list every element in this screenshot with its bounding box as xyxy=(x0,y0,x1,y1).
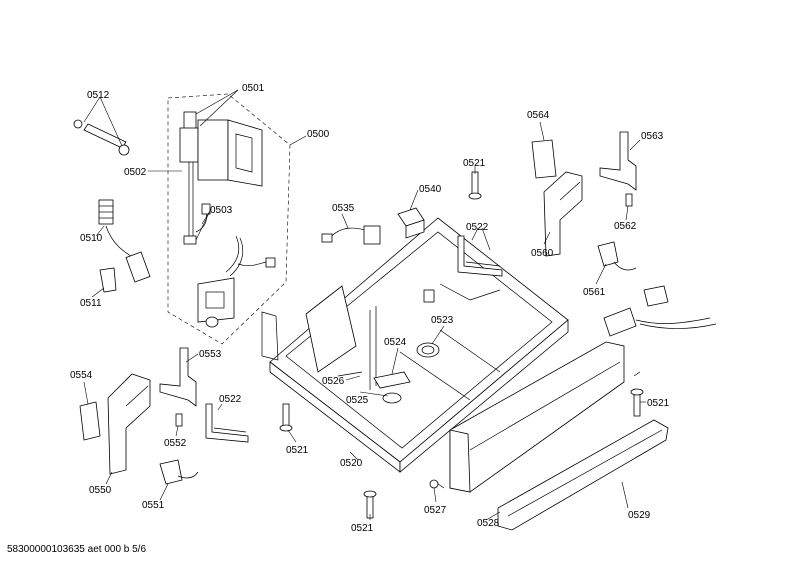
assembly-0500-outline xyxy=(167,93,291,345)
label-0522-right: 0522 xyxy=(466,222,489,233)
label-0562: 0562 xyxy=(614,221,637,232)
document-footer-code: 58300000103635 aet 000 b 5/6 xyxy=(7,544,147,555)
bracket-0550 xyxy=(107,373,151,475)
screw-0521-left xyxy=(279,403,293,432)
label-0521-left: 0521 xyxy=(286,445,309,456)
switch-0561 xyxy=(597,241,637,271)
clip-0511 xyxy=(99,267,117,293)
label-0511: 0511 xyxy=(80,298,102,309)
screw-0521-right xyxy=(630,388,644,417)
inlet-valve-assembly xyxy=(179,111,276,328)
label-0554: 0554 xyxy=(70,370,93,381)
label-0540: 0540 xyxy=(419,184,442,195)
label-0522-left: 0522 xyxy=(219,394,242,405)
bracket-0522-left xyxy=(205,403,249,443)
label-0529: 0529 xyxy=(628,510,651,521)
label-0560: 0560 xyxy=(531,248,554,259)
hose-0512 xyxy=(73,119,130,156)
label-0501: 0501 xyxy=(242,83,265,94)
hose-0510 xyxy=(98,199,151,283)
label-0553: 0553 xyxy=(199,349,222,360)
label-0551: 0551 xyxy=(142,500,165,511)
label-0528: 0528 xyxy=(477,518,500,529)
label-0564: 0564 xyxy=(527,110,550,121)
screw-0521-bottom xyxy=(363,490,377,519)
label-0563: 0563 xyxy=(641,131,664,142)
bracket-0564 xyxy=(531,139,557,179)
part-0562 xyxy=(625,193,633,207)
label-0523: 0523 xyxy=(431,315,454,326)
label-0535: 0535 xyxy=(332,203,355,214)
label-0527: 0527 xyxy=(424,505,447,516)
bracket-0563 xyxy=(599,131,637,191)
label-0552: 0552 xyxy=(164,438,187,449)
label-0500: 0500 xyxy=(307,129,330,140)
kickplate-0528 xyxy=(449,341,625,493)
cable-0535 xyxy=(321,225,381,245)
switch-0551 xyxy=(159,459,199,485)
trim-strip-0529 xyxy=(497,419,669,531)
label-0510: 0510 xyxy=(80,233,103,244)
interior-parts xyxy=(337,342,440,404)
label-0524: 0524 xyxy=(384,337,407,348)
label-0521-bottom: 0521 xyxy=(351,523,374,534)
bracket-0554 xyxy=(79,401,101,441)
base-tub-0520 xyxy=(261,217,569,473)
leader-lines xyxy=(83,89,646,521)
label-0512: 0512 xyxy=(87,90,110,101)
label-0502: 0502 xyxy=(124,167,147,178)
bracket-0553 xyxy=(159,347,197,407)
screw-0527 xyxy=(429,479,445,489)
label-0525: 0525 xyxy=(346,395,369,406)
label-0550: 0550 xyxy=(89,485,112,496)
label-0561: 0561 xyxy=(583,287,606,298)
label-0521-right: 0521 xyxy=(647,398,670,409)
label-0503: 0503 xyxy=(210,205,233,216)
label-0520: 0520 xyxy=(340,458,363,469)
part-0552 xyxy=(175,413,183,427)
bracket-0522-right xyxy=(457,235,503,277)
bracket-0560 xyxy=(543,171,583,257)
screw-0521-top xyxy=(468,171,482,200)
wiring-harness xyxy=(603,285,717,337)
label-0521-top: 0521 xyxy=(463,158,486,169)
module-0540 xyxy=(397,207,425,239)
label-0526: 0526 xyxy=(322,376,345,387)
